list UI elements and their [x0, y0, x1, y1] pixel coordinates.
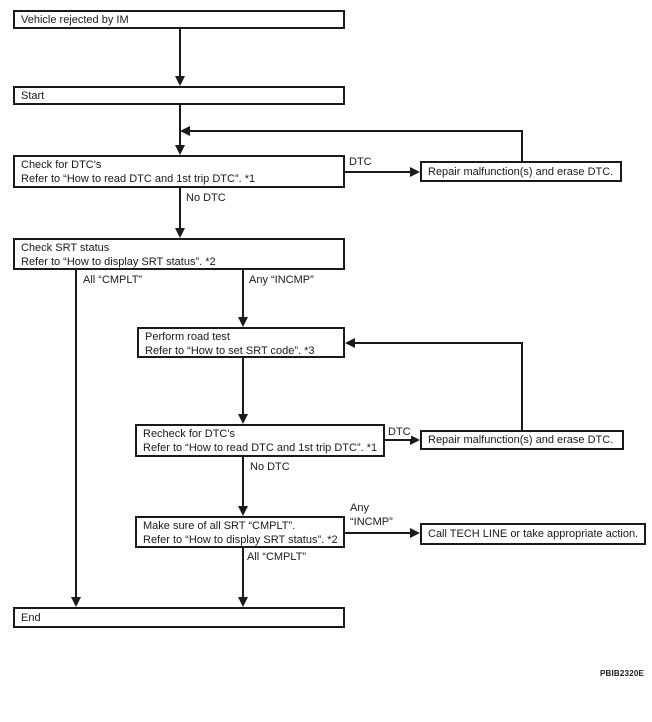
node-call-tech-line-label: Call TECH LINE or take appropriate actio…	[428, 528, 639, 540]
connector-any-incmp-to-road-test	[242, 269, 244, 318]
node-repair-2: Repair malfunction(s) and erase DTC.	[420, 430, 624, 450]
connector-dtc-to-repair-2	[384, 439, 411, 441]
connector-check-dtc-to-check-srt	[179, 187, 181, 229]
node-end: End	[13, 607, 345, 628]
node-road-test-line1: Perform road test	[145, 331, 230, 343]
node-make-sure-srt: Make sure of all SRT “CMPLT”. Refer to “…	[135, 516, 345, 548]
arrowhead-into-recheck	[238, 414, 248, 424]
node-check-srt-line2: Refer to “How to display SRT status”. *2	[21, 256, 216, 268]
connector-dtc-to-repair-1	[345, 171, 411, 173]
node-check-srt-line1: Check SRT status	[21, 242, 110, 254]
node-road-test: Perform road test Refer to “How to set S…	[137, 327, 345, 358]
node-check-srt: Check SRT status Refer to “How to displa…	[13, 238, 345, 270]
connector-incmp-to-call-tech	[345, 532, 411, 534]
arrowhead-into-start	[175, 76, 185, 86]
node-check-dtc-line1: Check for DTC's	[21, 159, 102, 171]
node-make-sure-srt-line1: Make sure of all SRT “CMPLT”.	[143, 520, 296, 532]
loop-repair-2-vertical	[521, 342, 523, 430]
node-repair-1: Repair malfunction(s) and erase DTC.	[420, 161, 622, 182]
edge-label-all-cmplt-1: All “CMPLT”	[83, 274, 143, 287]
arrowhead-loop-into-check-dtc	[180, 126, 190, 136]
node-start-label: Start	[21, 89, 45, 102]
edge-label-no-dtc-1: No DTC	[186, 192, 226, 205]
arrowhead-into-repair-2	[410, 435, 420, 445]
edge-label-dtc-2: DTC	[388, 426, 411, 439]
node-call-tech-line: Call TECH LINE or take appropriate actio…	[420, 523, 646, 545]
arrowhead-loop-into-road-test	[345, 338, 355, 348]
node-recheck-dtc-line1: Recheck for DTC's	[143, 428, 235, 440]
connector-recheck-to-make-sure	[242, 456, 244, 507]
node-check-dtc-line2: Refer to “How to read DTC and 1st trip D…	[21, 173, 256, 185]
connector-all-cmplt-to-end	[75, 269, 77, 598]
node-check-dtc: Check for DTC's Refer to “How to read DT…	[13, 155, 345, 188]
arrowhead-into-make-sure	[238, 506, 248, 516]
arrowhead-into-repair-1	[410, 167, 420, 177]
figure-id: PBIB2320E	[600, 669, 645, 678]
node-vehicle-rejected: Vehicle rejected by IM	[13, 10, 345, 29]
arrowhead-into-check-dtc	[175, 145, 185, 155]
node-road-test-line2: Refer to “How to set SRT code”. *3	[145, 345, 315, 357]
edge-label-any-incmp-2-line1: Any	[350, 502, 369, 515]
node-repair-2-label: Repair malfunction(s) and erase DTC.	[428, 434, 614, 446]
node-vehicle-rejected-label: Vehicle rejected by IM	[21, 13, 129, 26]
node-end-label: End	[21, 611, 41, 624]
edge-label-dtc-1: DTC	[349, 156, 372, 169]
connector-make-sure-to-end	[242, 547, 244, 598]
arrowhead-into-end-right	[238, 597, 248, 607]
edge-label-any-incmp-1: Any “INCMP”	[249, 274, 314, 287]
node-start: Start	[13, 86, 345, 105]
loop-repair-1-horizontal	[189, 130, 523, 132]
edge-label-any-incmp-2-line2: “INCMP”	[350, 516, 393, 529]
connector-vehicle-to-start	[179, 28, 181, 77]
node-repair-1-label: Repair malfunction(s) and erase DTC.	[428, 165, 614, 178]
edge-label-all-cmplt-2: All “CMPLT”	[247, 551, 307, 564]
connector-start-to-check-dtc	[179, 104, 181, 146]
arrowhead-into-check-srt	[175, 228, 185, 238]
loop-repair-2-horizontal	[354, 342, 523, 344]
edge-label-no-dtc-2: No DTC	[250, 461, 290, 474]
arrowhead-into-call-tech	[410, 528, 420, 538]
loop-repair-1-vertical	[521, 130, 523, 161]
arrowhead-into-end-left	[71, 597, 81, 607]
connector-road-test-to-recheck	[242, 357, 244, 415]
node-recheck-dtc: Recheck for DTC's Refer to “How to read …	[135, 424, 385, 457]
node-recheck-dtc-line2: Refer to “How to read DTC and 1st trip D…	[143, 442, 378, 454]
node-make-sure-srt-line2: Refer to “How to display SRT status”. *2	[143, 534, 338, 546]
arrowhead-into-road-test	[238, 317, 248, 327]
